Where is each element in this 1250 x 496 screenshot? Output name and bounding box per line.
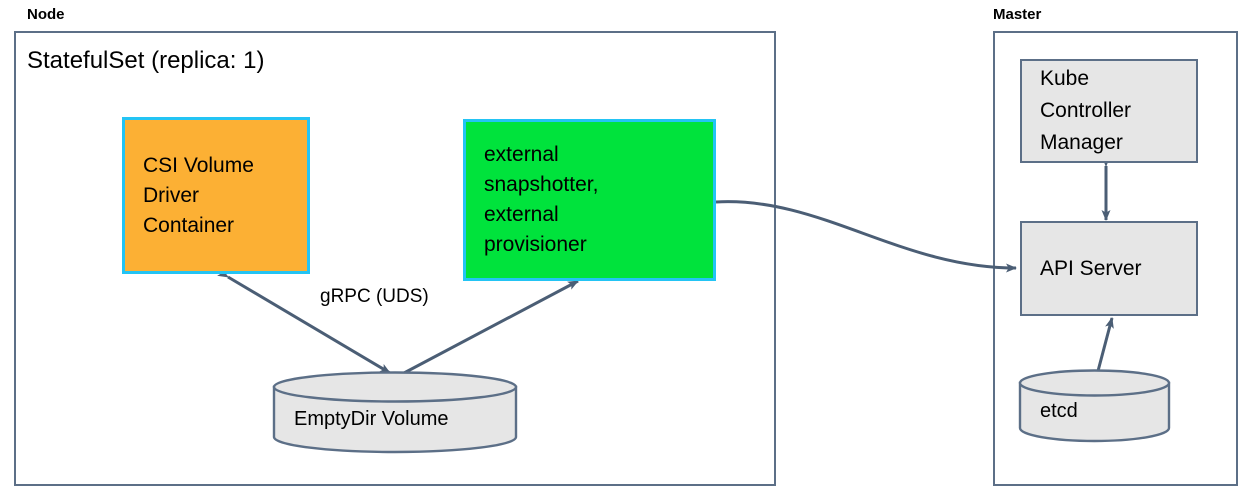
node-csi-volume-driver-container[interactable]: CSI Volume Driver Container	[122, 117, 310, 274]
statefulset-title: StatefulSet (replica: 1)	[27, 47, 265, 74]
node-kube-controller-manager-label: Kube Controller Manager	[1040, 67, 1132, 154]
node-etcd-label: etcd	[1040, 400, 1078, 422]
edge-label-grpc-uds: gRPC (UDS)	[320, 286, 429, 307]
node-external-snapshotter-provisioner[interactable]: external snapshotter, external provision…	[463, 119, 716, 281]
node-external-snapshotter-provisioner-label: external snapshotter, external provision…	[484, 143, 599, 256]
node-group-label: Node	[27, 6, 65, 23]
node-api-server[interactable]: API Server	[1020, 221, 1198, 316]
node-emptydir-volume-label: EmptyDir Volume	[294, 408, 449, 430]
node-api-server-label: API Server	[1040, 256, 1142, 280]
node-kube-controller-manager[interactable]: Kube Controller Manager	[1020, 59, 1198, 163]
master-group-label: Master	[993, 6, 1042, 23]
node-emptydir-volume[interactable]: EmptyDir Volume	[272, 371, 518, 454]
node-csi-volume-driver-container-label: CSI Volume Driver Container	[143, 153, 254, 237]
node-etcd[interactable]: etcd	[1018, 369, 1171, 443]
